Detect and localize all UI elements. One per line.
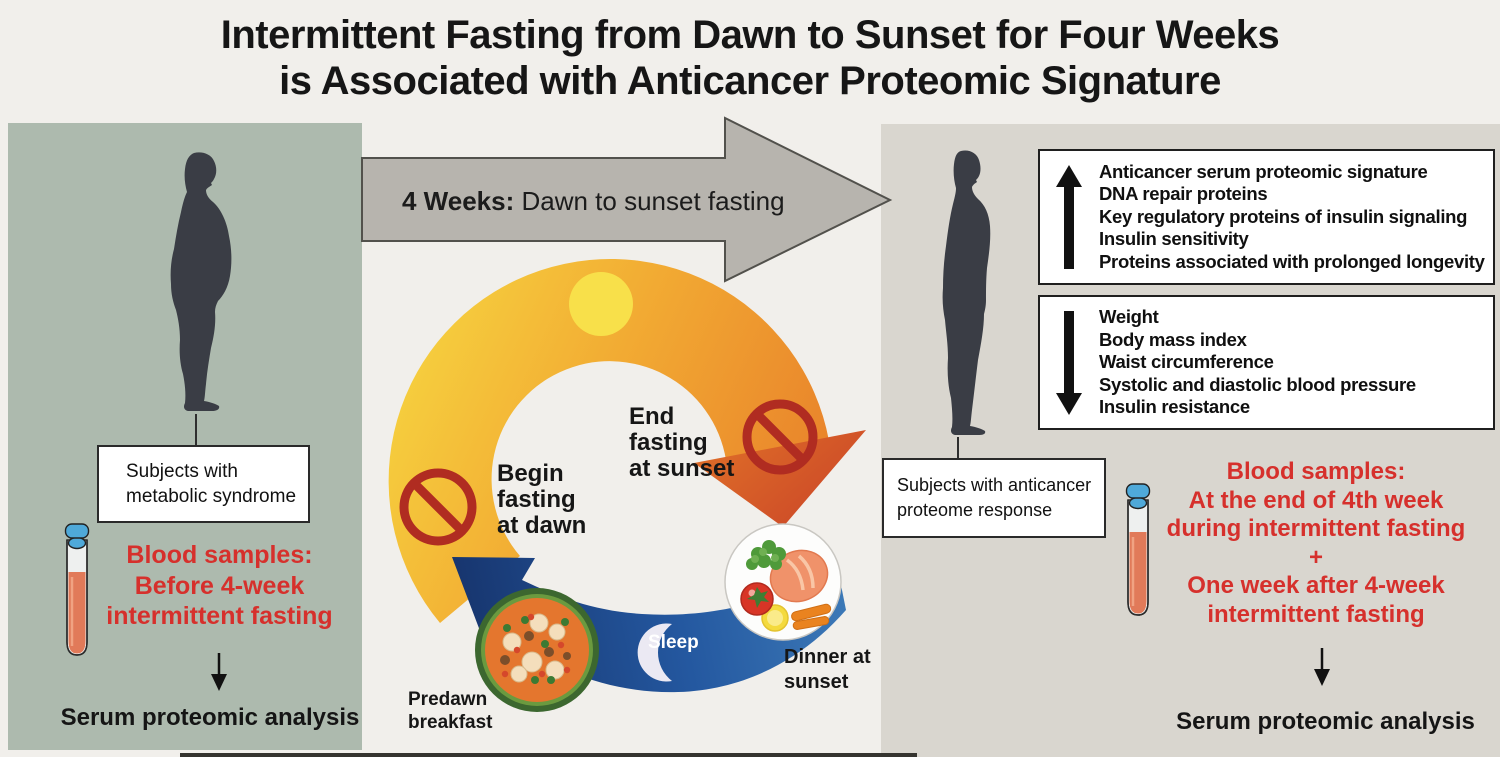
list-line: Anticancer serum proteomic signature [1099,160,1428,182]
subjects-anticancer-box: Subjects with anticancer proteome respon… [882,458,1106,538]
list-line: Insulin resistance [1099,396,1250,418]
list-line: intermittent fasting [1207,600,1425,628]
list-line: Systolic and diastolic blood pressure [1099,373,1416,395]
four-week-arrow [361,116,893,283]
list-line: At the end of 4th week [1188,486,1444,514]
arrow-label-rest: Dawn to sunset fasting [514,186,785,216]
breakfast-bowl-icon [475,588,599,712]
list-line: Weight [1099,306,1159,328]
arrow-label-bold: 4 Weeks: [402,186,515,216]
blood-samples-detail: Before 4-week intermittent fasting [106,571,333,631]
blood-samples-before-block: Blood samples: Before 4-week intermitten… [62,540,377,632]
cycle-arrowhead [694,430,866,527]
overweight-person-silhouette [170,152,232,411]
list-line: Body mass index [1099,328,1247,350]
day-cycle-arc [388,258,866,623]
sleep-label: Sleep [648,632,699,653]
list-line: DNA repair proteins [1099,183,1268,205]
bottom-edge-strip [180,753,917,757]
sun-icon [569,272,633,336]
predawn-breakfast-label: Predawn breakfast [408,689,493,733]
down-arrow-icon [1056,297,1082,428]
dinner-at-sunset-label: Dinner at sunset [784,646,871,693]
subjects-metabolic-box: Subjects with metabolic syndrome [97,445,310,523]
list-line: Waist circumference [1099,351,1274,373]
list-line: Proteins associated with prolonged longe… [1099,250,1485,272]
subjects-anticancer-label: Subjects with anticancer proteome respon… [897,475,1092,520]
blood-tube-right [1125,482,1151,617]
serum-analysis-label-right: Serum proteomic analysis [1176,708,1475,735]
four-week-arrow-label: 4 Weeks: Dawn to sunset fasting [402,186,785,217]
list-line: Key regulatory proteins of insulin signa… [1099,205,1468,227]
down-arrow-left [211,653,227,691]
begin-fasting-label: Begin fasting at dawn [497,460,587,539]
list-line: One week after 4-week [1187,572,1445,599]
page-title: Intermittent Fasting from Dawn to Sunset… [0,12,1500,104]
list-line: Insulin sensitivity [1099,228,1249,250]
title-line-2: is Associated with Anticancer Proteomic … [279,59,1221,103]
no-eating-sign-dawn [399,468,477,546]
list-line: + [1308,543,1323,571]
slim-person-silhouette [942,150,991,435]
dinner-plate-icon [724,523,842,641]
up-arrow-icon [1056,151,1082,283]
list-line: during intermittent fasting [1166,515,1466,542]
subjects-metabolic-label: Subjects with metabolic syndrome [126,461,297,507]
down-arrow-right [1314,648,1330,686]
no-eating-sign-sunset [742,399,818,475]
moon-icon [637,623,672,682]
title-line-1: Intermittent Fasting from Dawn to Sunset… [220,13,1280,57]
blood-samples-heading: Blood samples: [1226,458,1406,485]
end-fasting-label: End fasting at sunset [629,403,735,482]
blood-samples-heading: Blood samples: [126,541,313,569]
serum-analysis-label-left: Serum proteomic analysis [60,704,360,731]
